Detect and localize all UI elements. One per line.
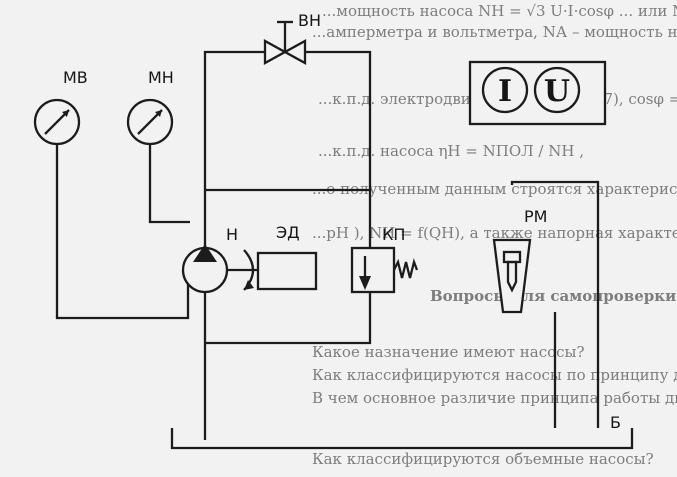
kp-label: КП — [382, 225, 405, 244]
kp-arrowhead — [359, 276, 371, 290]
bg-line-4: ...к.п.д. насоса ηН = NПОЛ / NН , — [318, 142, 584, 160]
rm-float — [506, 260, 518, 293]
ed-label: ЭД — [276, 223, 300, 242]
top-pipe — [203, 50, 372, 190]
rotation-arrow — [244, 280, 254, 290]
rm-tube — [492, 238, 532, 314]
rm-outlet-pipe — [510, 180, 600, 428]
voltmeter-dial — [533, 66, 581, 114]
gauge-mn-arrow — [155, 110, 162, 117]
pump-arrow — [193, 244, 217, 262]
bg-line-8: Какое назначение имеют насосы? — [312, 343, 585, 361]
valve-vn: ВН — [263, 11, 321, 65]
mv-label: МВ — [63, 68, 88, 87]
relief-valve-kp: КП — [350, 225, 419, 294]
bg-line-6: ...pН ), NН = f(QН), а также напорная ха… — [312, 224, 677, 242]
kp-body — [350, 246, 396, 294]
rotameter-rm: РМ — [492, 207, 547, 314]
b-label: Б — [610, 413, 621, 432]
rm-label: РМ — [524, 207, 547, 226]
vn-label: ВН — [298, 11, 321, 30]
gauge-mn: МН — [126, 68, 174, 146]
meter-panel: I U — [468, 60, 607, 126]
bg-line-11: Как классифицируются объемные насосы? — [312, 450, 654, 468]
n-label: Н — [226, 225, 238, 244]
kp-spring — [392, 258, 419, 279]
bg-line-1: ...мощность насоса NН = √3 U·I·cosφ ... … — [322, 2, 677, 20]
bg-line-5: ...о полученным данным строятся характер… — [312, 180, 677, 198]
piping — [55, 50, 634, 450]
bg-line-10: В чем основное различие принципа работы … — [312, 389, 677, 407]
bg-line-9: Как классифицируются насосы по принципу … — [312, 366, 677, 384]
kp-return-pipe — [205, 292, 372, 345]
mn-label: МН — [148, 68, 174, 87]
mv-line — [55, 143, 190, 320]
ammeter-symbol: I — [498, 74, 512, 109]
bg-line-2: ...амперметра и вольтметра, NА – мощност… — [312, 23, 677, 41]
pump-n: Н — [181, 225, 258, 294]
motor-ed: ЭД — [256, 223, 318, 291]
gauge-mv-arrow — [62, 110, 69, 117]
voltmeter-symbol: U — [544, 74, 570, 109]
gauge-mv: МВ — [33, 68, 88, 146]
bg-line-7: Вопросы для самопроверки — [430, 287, 677, 305]
motor-body — [256, 251, 318, 291]
ammeter-dial — [481, 66, 529, 114]
tank-b — [170, 428, 634, 450]
mn-line — [148, 143, 190, 224]
